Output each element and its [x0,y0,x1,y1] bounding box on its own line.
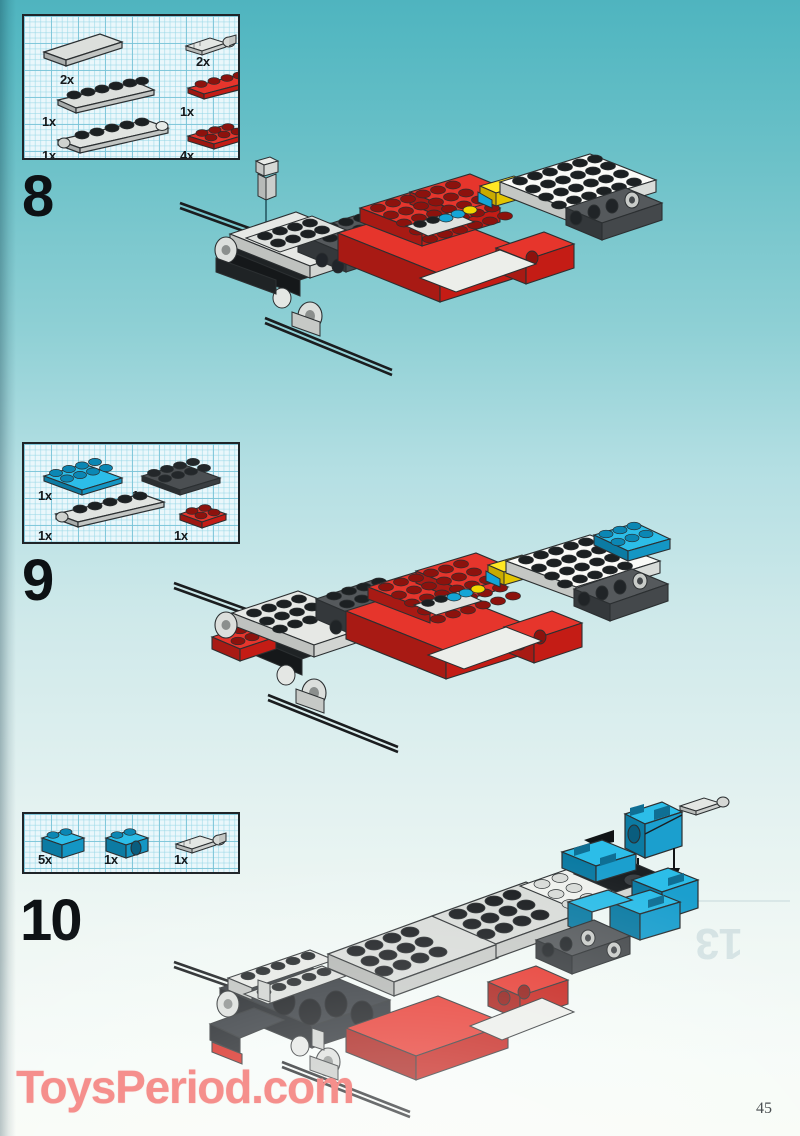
model-assembly-step-9 [170,465,690,754]
qty-label: 1x [42,148,56,160]
page-binding-shadow [0,0,16,1136]
part-red-1x4-plate [182,68,238,104]
qty-label: 1x [38,528,52,543]
step-number-8: 8 [22,164,54,229]
step-number-10: 10 [20,888,82,953]
page-number: 45 [756,1100,772,1117]
part-light-gray-technic-beam [48,112,176,158]
model-assembly-step-8 [170,130,690,380]
step-number-9: 9 [22,548,54,613]
qty-label: 1x [104,852,118,867]
qty-label: 5x [38,852,52,867]
part-light-gray-1x4-tile [38,30,128,70]
qty-label: 2x [196,54,210,69]
part-light-gray-technic-pin-axle [180,26,238,60]
watermark-toysperiod: ToysPeriod.com [16,1061,355,1113]
part-light-gray-technic-beam [46,486,172,532]
